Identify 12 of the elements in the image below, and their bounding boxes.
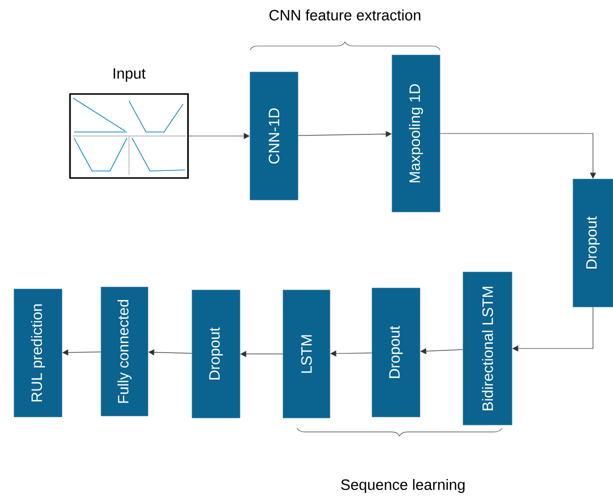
layer-box: Bidirectional LSTM [462, 272, 512, 426]
group-label: CNN feature extraction [270, 9, 420, 20]
layer-box: CNN-1D [250, 72, 298, 200]
layer-box: Maxpooling 1D [392, 54, 440, 212]
input-label: Input [114, 68, 146, 82]
layer-box: Dropout [192, 290, 240, 418]
layer-box: RUL prediction [14, 288, 62, 418]
layer-box: LSTM [282, 290, 330, 418]
group-label: Sequence learning [341, 479, 465, 493]
layer-box: Fully connected [100, 286, 148, 416]
layer-box: Dropout [572, 178, 613, 308]
layer-box: Dropout [372, 288, 420, 418]
